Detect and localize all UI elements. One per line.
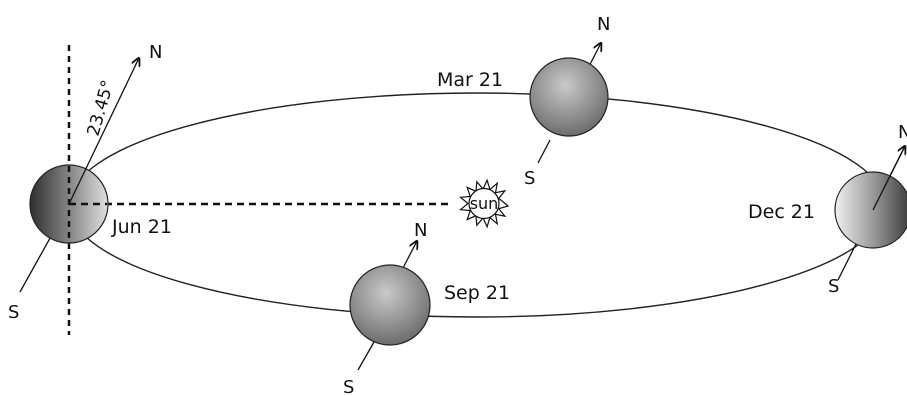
north-label-dec: N [898, 122, 907, 143]
date-label-dec: Dec 21 [748, 201, 815, 223]
earth-dec-21 [834, 145, 907, 281]
sun-label: sun [470, 194, 499, 213]
tilt-angle-label: 23.45° [84, 78, 119, 138]
axis-line-front [872, 145, 906, 211]
earth-globe [349, 264, 431, 346]
date-label-jun: Jun 21 [111, 216, 172, 238]
earth-sep-21 [349, 241, 431, 371]
earth-mar-21 [529, 43, 609, 164]
north-arrow-icon [68, 58, 139, 205]
south-label-sep: S [343, 377, 354, 396]
sun: sun [459, 178, 510, 229]
earth-globe [529, 57, 609, 137]
earth-jun-21 [19, 58, 139, 293]
north-label-sep: N [414, 220, 427, 241]
south-label-dec: S [828, 276, 839, 297]
date-label-mar: Mar 21 [437, 69, 503, 91]
earth-globe [834, 171, 907, 249]
north-label-mar: N [597, 14, 610, 35]
axis-line [537, 139, 551, 164]
south-label-mar: S [524, 168, 535, 189]
date-label-sep: Sep 21 [444, 282, 510, 304]
north-arrow-icon [402, 241, 417, 269]
sun-disc [468, 187, 500, 220]
south-label-jun: S [8, 302, 19, 323]
north-label-jun: N [149, 42, 162, 63]
